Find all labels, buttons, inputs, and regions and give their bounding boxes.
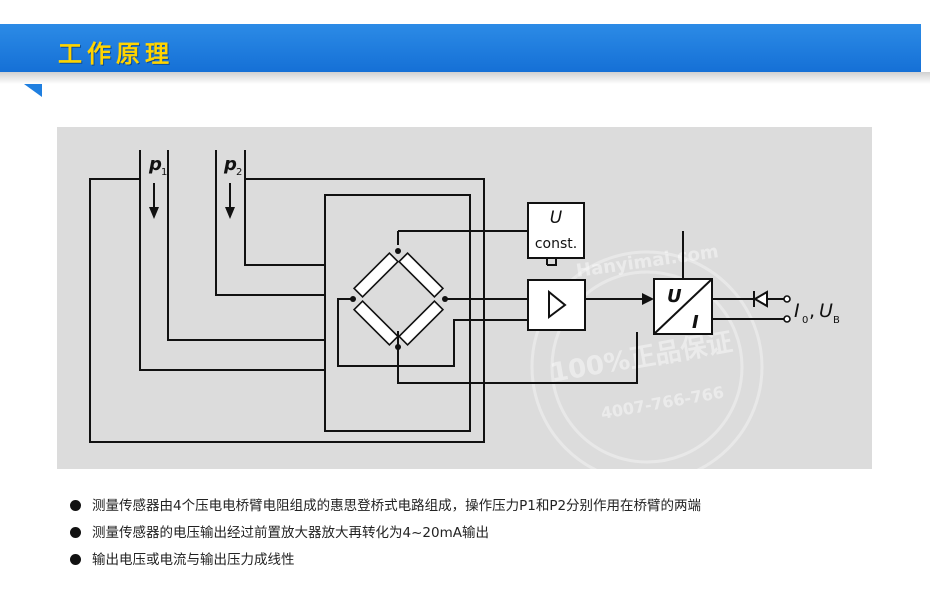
bullet-dot-icon xyxy=(70,554,81,565)
bridge-nodes xyxy=(350,248,448,350)
watermark-stamp xyxy=(530,250,764,469)
const-label: const. xyxy=(535,236,577,252)
pressure-arrows xyxy=(149,183,235,219)
resistor-1 xyxy=(352,251,400,299)
list-item: 输出电压或电流与输出压力成线性 xyxy=(70,550,701,577)
section-banner xyxy=(0,24,921,72)
bullet-text: 输出电压或电流与输出压力成线性 xyxy=(92,552,295,568)
constant-voltage-source xyxy=(527,202,585,259)
p2-subscript: 2 xyxy=(236,167,242,178)
channel-p1-inner xyxy=(167,150,325,341)
converter-i-label: I xyxy=(692,312,699,333)
wire-bridge-bottom xyxy=(397,331,638,384)
resistor-4 xyxy=(397,299,445,347)
banner-shadow xyxy=(0,72,930,84)
channel-p1-outer xyxy=(139,179,325,371)
list-item: 测量传感器由4个压电电桥臂电阻组成的惠思登桥式电路组成，操作压力P1和P2分别作… xyxy=(70,496,701,523)
diode-icon xyxy=(752,290,785,308)
amplifier-triangle-icon xyxy=(548,289,567,319)
output-separator: , xyxy=(809,300,815,322)
resistor-2 xyxy=(397,251,445,299)
wire-bridge-left xyxy=(337,298,530,367)
p1-subscript: 1 xyxy=(161,167,167,178)
bullet-dot-icon xyxy=(70,527,81,538)
preamplifier xyxy=(527,279,586,331)
resistor-3 xyxy=(352,299,400,347)
wiring xyxy=(89,150,785,443)
list-item: 测量传感器的电压输出经过前置放大器放大再转化为4~20mA输出 xyxy=(70,523,701,550)
corner-arrow-icon xyxy=(24,84,42,97)
channel-p2-outer xyxy=(215,150,325,296)
bullet-dot-icon xyxy=(70,500,81,511)
outer-housing xyxy=(89,178,485,443)
output-i-label: I xyxy=(794,300,800,322)
p1-label: p xyxy=(148,154,162,175)
bridge-resistors xyxy=(352,251,445,347)
pressure-sensor-diagram: Hanyimai.com 100%正品保证 4007-766-766 xyxy=(57,127,872,469)
output-u-label: U xyxy=(819,300,833,322)
arrow-head xyxy=(642,293,654,305)
output-i-subscript: 0 xyxy=(802,315,808,326)
principle-bullet-list: 测量传感器由4个压电电桥臂电阻组成的惠思登桥式电路组成，操作压力P1和P2分别作… xyxy=(70,496,701,577)
converter-u-label: U xyxy=(667,286,682,307)
output-u-subscript: B xyxy=(833,315,840,326)
channel-p2-inner xyxy=(244,150,325,266)
p2-label: p xyxy=(223,154,237,175)
bullet-text: 测量传感器的电压输出经过前置放大器放大再转化为4~20mA输出 xyxy=(92,525,489,541)
output-terminals xyxy=(783,295,791,323)
sensor-module-box xyxy=(324,194,471,432)
const-u-label: U xyxy=(550,208,563,228)
section-title: 工作原理 xyxy=(58,40,174,68)
bullet-text: 测量传感器由4个压电电桥臂电阻组成的惠思登桥式电路组成，操作压力P1和P2分别作… xyxy=(92,498,702,514)
